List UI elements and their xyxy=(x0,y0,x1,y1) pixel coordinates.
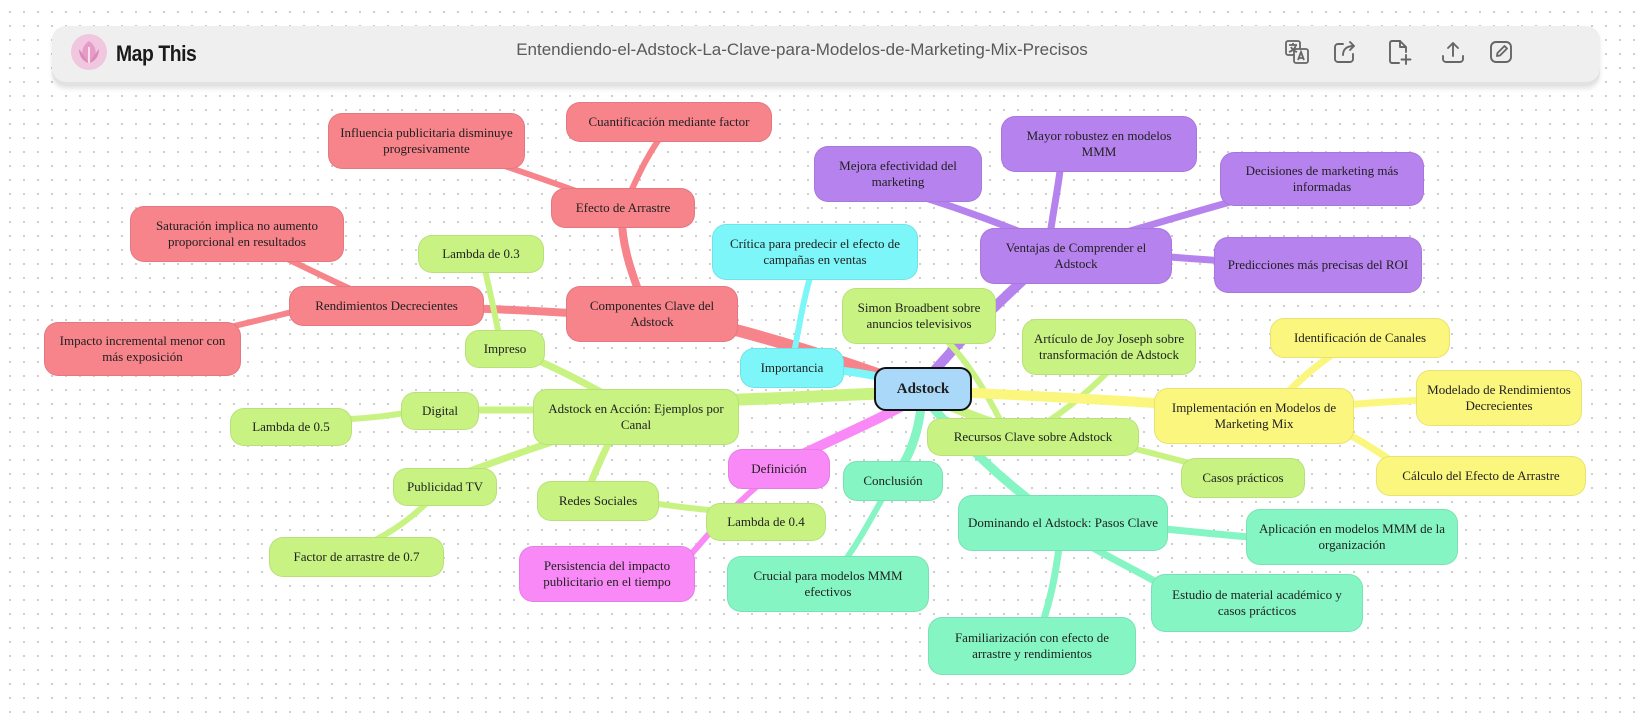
root-node[interactable]: Adstock xyxy=(874,367,972,411)
node-mejora[interactable]: Mejora efectividad del marketing xyxy=(814,146,982,202)
node-rendimientos[interactable]: Rendimientos Decrecientes xyxy=(289,286,484,326)
node-componentes[interactable]: Componentes Clave del Adstock xyxy=(566,286,738,342)
link xyxy=(1038,536,1064,629)
new-file-icon xyxy=(1385,38,1413,71)
node-definicion[interactable]: Definición xyxy=(728,449,830,489)
node-calculo[interactable]: Cálculo del Efecto de Arrastre xyxy=(1376,456,1586,496)
top-toolbar: Map This Entendiendo-el-Adstock-La-Clave… xyxy=(52,26,1600,86)
node-decisiones[interactable]: Decisiones de marketing más informadas xyxy=(1220,152,1424,206)
node-aplicacion[interactable]: Aplicación en modelos MMM de la organiza… xyxy=(1246,509,1458,565)
node-lambda-05[interactable]: Lambda de 0.5 xyxy=(230,408,352,446)
node-critica[interactable]: Crítica para predecir el efecto de campa… xyxy=(712,224,918,280)
node-modelado[interactable]: Modelado de Rendimientos Decrecientes xyxy=(1416,370,1582,426)
node-publicidad-tv[interactable]: Publicidad TV xyxy=(393,468,497,506)
new-file-button[interactable] xyxy=(1382,37,1416,71)
node-familiarizacion[interactable]: Familiarización con efecto de arrastre y… xyxy=(928,617,1136,675)
node-articulo[interactable]: Artículo de Joy Joseph sobre transformac… xyxy=(1022,319,1196,375)
node-recursos[interactable]: Recursos Clave sobre Adstock xyxy=(927,418,1139,456)
node-importancia[interactable]: Importancia xyxy=(740,348,844,388)
node-estudio[interactable]: Estudio de material académico y casos pr… xyxy=(1151,574,1363,632)
edit-button[interactable] xyxy=(1484,37,1518,71)
node-adstock-accion[interactable]: Adstock en Acción: Ejemplos por Canal xyxy=(533,389,739,445)
document-title: Entendiendo-el-Adstock-La-Clave-para-Mod… xyxy=(516,40,1088,59)
node-conclusion[interactable]: Conclusión xyxy=(843,461,943,501)
upload-icon xyxy=(1439,38,1467,71)
brand[interactable]: Map This xyxy=(70,33,207,76)
node-factor-07[interactable]: Factor de arrastre de 0.7 xyxy=(269,537,444,577)
node-influencia[interactable]: Influencia publicitaria disminuye progre… xyxy=(328,113,525,169)
node-impreso[interactable]: Impreso xyxy=(465,330,545,368)
translate-button[interactable] xyxy=(1280,37,1314,71)
node-lambda-03[interactable]: Lambda de 0.3 xyxy=(418,235,544,273)
node-efecto-arrastre[interactable]: Efecto de Arrastre xyxy=(551,188,695,228)
node-cuantificacion[interactable]: Cuantificación mediante factor xyxy=(566,102,772,142)
node-robustez[interactable]: Mayor robustez en modelos MMM xyxy=(1001,116,1197,172)
node-saturacion[interactable]: Saturación implica no aumento proporcion… xyxy=(130,206,344,262)
map-this-logo-icon xyxy=(70,33,108,76)
upload-button[interactable] xyxy=(1436,37,1470,71)
brand-name: Map This xyxy=(116,41,197,66)
node-crucial[interactable]: Crucial para modelos MMM efectivos xyxy=(727,556,929,612)
node-dominando[interactable]: Dominando el Adstock: Pasos Clave xyxy=(958,495,1168,551)
node-impacto[interactable]: Impacto incremental menor con más exposi… xyxy=(44,322,241,376)
node-redes[interactable]: Redes Sociales xyxy=(537,481,659,521)
share-icon xyxy=(1331,38,1359,71)
node-casos[interactable]: Casos prácticos xyxy=(1181,458,1305,498)
node-predicciones[interactable]: Predicciones más precisas del ROI xyxy=(1214,237,1422,293)
edit-icon xyxy=(1487,38,1515,71)
node-persistencia[interactable]: Persistencia del impacto publicitario en… xyxy=(519,546,695,602)
node-identificacion[interactable]: Identificación de Canales xyxy=(1270,318,1450,358)
node-implementacion[interactable]: Implementación en Modelos de Marketing M… xyxy=(1154,388,1354,444)
share-button[interactable] xyxy=(1328,37,1362,71)
translate-icon xyxy=(1283,38,1311,71)
node-lambda-04[interactable]: Lambda de 0.4 xyxy=(706,503,826,541)
node-simon[interactable]: Simon Broadbent sobre anuncios televisiv… xyxy=(842,288,996,344)
node-digital[interactable]: Digital xyxy=(401,392,479,430)
node-ventajas[interactable]: Ventajas de Comprender el Adstock xyxy=(980,228,1172,284)
